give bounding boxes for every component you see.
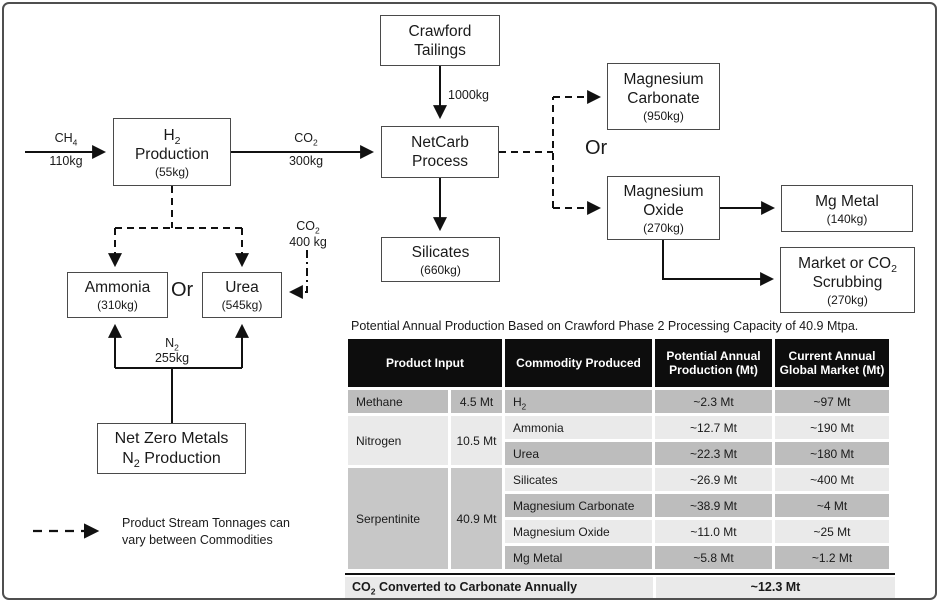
table-row: Magnesium Carbonate ~38.9 Mt ~4 Mt: [348, 494, 889, 517]
box-net-zero-metals: Net Zero Metals N2 Production: [97, 423, 246, 474]
box-label: Crawford: [408, 22, 472, 40]
commodity-cell: Magnesium Oxide: [505, 520, 652, 543]
box-h2-production: H2 Production (55kg): [113, 118, 231, 186]
box-mg-metal: Mg Metal (140kg): [781, 185, 913, 232]
production-cell: ~38.9 Mt: [655, 494, 772, 517]
commodity-cell: H2: [505, 390, 652, 413]
market-cell: ~1.2 Mt: [775, 546, 889, 569]
box-amount: (660kg): [420, 262, 461, 277]
header-global-market: Current Annual Global Market (Mt): [775, 339, 889, 387]
ch4-formula-label: CH4: [54, 131, 78, 148]
tailings-amount-label: 1000kg: [448, 88, 490, 102]
footer-label: CO2 Converted to Carbonate Annually: [345, 577, 653, 598]
header-potential-production: Potential Annual Production (Mt): [655, 339, 772, 387]
market-cell: ~4 Mt: [775, 494, 889, 517]
box-label: Scrubbing: [812, 273, 883, 291]
footer-value: ~12.3 Mt: [656, 577, 895, 598]
table-row: Nitrogen 10.5 Mt Ammonia ~12.7 Mt ~190 M…: [348, 416, 889, 465]
box-label: Magnesium: [623, 71, 704, 88]
box-crawford-tailings: Crawford Tailings: [380, 15, 500, 66]
commodity-cell: Mg Metal: [505, 546, 652, 569]
market-cell: ~97 Mt: [775, 390, 889, 413]
legend-line-1: Product Stream Tonnages can: [122, 516, 290, 530]
production-cell: ~26.9 Mt: [655, 468, 772, 491]
header-product-input: Product Input: [348, 339, 502, 387]
box-magnesium-carbonate: Magnesium Carbonate (950kg): [607, 63, 720, 130]
box-label: Oxide: [643, 201, 684, 219]
box-label: Mg Metal: [815, 192, 879, 210]
box-label: N2 Production: [122, 449, 221, 470]
table-row: Mg Metal ~5.8 Mt ~1.2 Mt: [348, 546, 889, 569]
production-cell: ~2.3 Mt: [655, 390, 772, 413]
table-header-row: Product Input Commodity Produced Potenti…: [348, 339, 889, 387]
table-row: Magnesium Oxide ~11.0 Mt ~25 Mt: [348, 520, 889, 543]
box-label: Process: [412, 153, 468, 170]
input-methane: Methane: [348, 390, 448, 413]
dash-dot-arrow: [288, 250, 308, 299]
production-cell: ~22.3 Mt: [655, 442, 772, 465]
box-amount: (545kg): [221, 298, 263, 312]
legend-line-2: vary between Commodities: [122, 533, 273, 547]
header-commodity-produced: Commodity Produced: [505, 339, 652, 387]
table-title: Potential Annual Production Based on Cra…: [351, 319, 859, 333]
box-label: Urea: [225, 279, 259, 296]
co2-urea-formula-label: CO2: [296, 219, 320, 236]
box-label: Ammonia: [84, 279, 151, 296]
production-cell: ~12.7 Mt: [655, 416, 772, 439]
box-netcarb-process: NetCarb Process: [381, 126, 499, 178]
table-row: Serpentinite 40.9 Mt Silicates ~26.9 Mt …: [348, 468, 889, 569]
or-label-right: Or: [585, 137, 608, 159]
box-label: NetCarb: [411, 134, 469, 151]
co2-netcarb-amount-label: 300kg: [288, 154, 324, 168]
box-label: Net Zero Metals: [114, 429, 229, 447]
box-label: H2: [163, 126, 181, 147]
box-magnesium-oxide: Magnesium Oxide (270kg): [607, 176, 720, 240]
box-amount: (310kg): [97, 298, 138, 312]
production-cell: ~5.8 Mt: [655, 546, 772, 569]
commodity-cell: Ammonia: [505, 416, 652, 439]
box-ammonia: Ammonia (310kg): [67, 272, 168, 318]
co2-urea-amount-label: 400 kg: [289, 235, 327, 249]
commodity-cell: Urea: [505, 442, 652, 465]
market-cell: ~190 Mt: [775, 416, 889, 439]
box-amount: (950kg): [643, 109, 684, 123]
table-row: Urea ~22.3 Mt ~180 Mt: [348, 442, 889, 465]
box-label: Tailings: [414, 41, 466, 59]
co2-netcarb-formula-label: CO2: [294, 131, 318, 148]
box-label: Production: [134, 145, 210, 163]
table-footer-row: CO2 Converted to Carbonate Annually ~12.…: [345, 573, 895, 598]
legend-text: Product Stream Tonnages can vary between…: [122, 515, 290, 549]
box-amount: (55kg): [154, 164, 189, 179]
commodity-cell: Silicates: [505, 468, 652, 491]
commodity-cell: Magnesium Carbonate: [505, 494, 652, 517]
box-label: Market or CO2: [798, 254, 897, 275]
n2-amount-label: 255kg: [154, 351, 190, 365]
market-cell: ~400 Mt: [775, 468, 889, 491]
or-label-left: Or: [171, 279, 194, 301]
input-methane-tonnage: 4.5 Mt: [451, 390, 502, 413]
box-urea: Urea (545kg): [202, 272, 282, 318]
box-amount: (270kg): [827, 292, 868, 307]
box-amount: (270kg): [643, 220, 684, 235]
input-serpentinite-tonnage: 40.9 Mt: [451, 468, 502, 569]
input-serpentinite: Serpentinite: [348, 468, 448, 569]
production-cell: ~11.0 Mt: [655, 520, 772, 543]
box-label: Magnesium: [623, 182, 704, 200]
market-cell: ~25 Mt: [775, 520, 889, 543]
input-nitrogen: Nitrogen: [348, 416, 448, 465]
box-market-co2-scrubbing: Market or CO2 Scrubbing (270kg): [780, 247, 915, 313]
solid-arrows: [25, 66, 776, 423]
box-amount: (140kg): [826, 211, 868, 226]
box-silicates: Silicates (660kg): [381, 237, 500, 282]
n2-formula-label: N2: [165, 336, 179, 353]
market-cell: ~180 Mt: [775, 442, 889, 465]
ch4-amount-label: 110kg: [49, 154, 83, 168]
box-label: Carbonate: [627, 90, 700, 107]
input-nitrogen-tonnage: 10.5 Mt: [451, 416, 502, 465]
dashed-arrows: [108, 90, 602, 268]
table-row: Methane 4.5 Mt H2 ~2.3 Mt ~97 Mt: [348, 390, 889, 413]
production-table: Product Input Commodity Produced Potenti…: [345, 336, 892, 572]
box-label: Silicates: [411, 243, 470, 261]
